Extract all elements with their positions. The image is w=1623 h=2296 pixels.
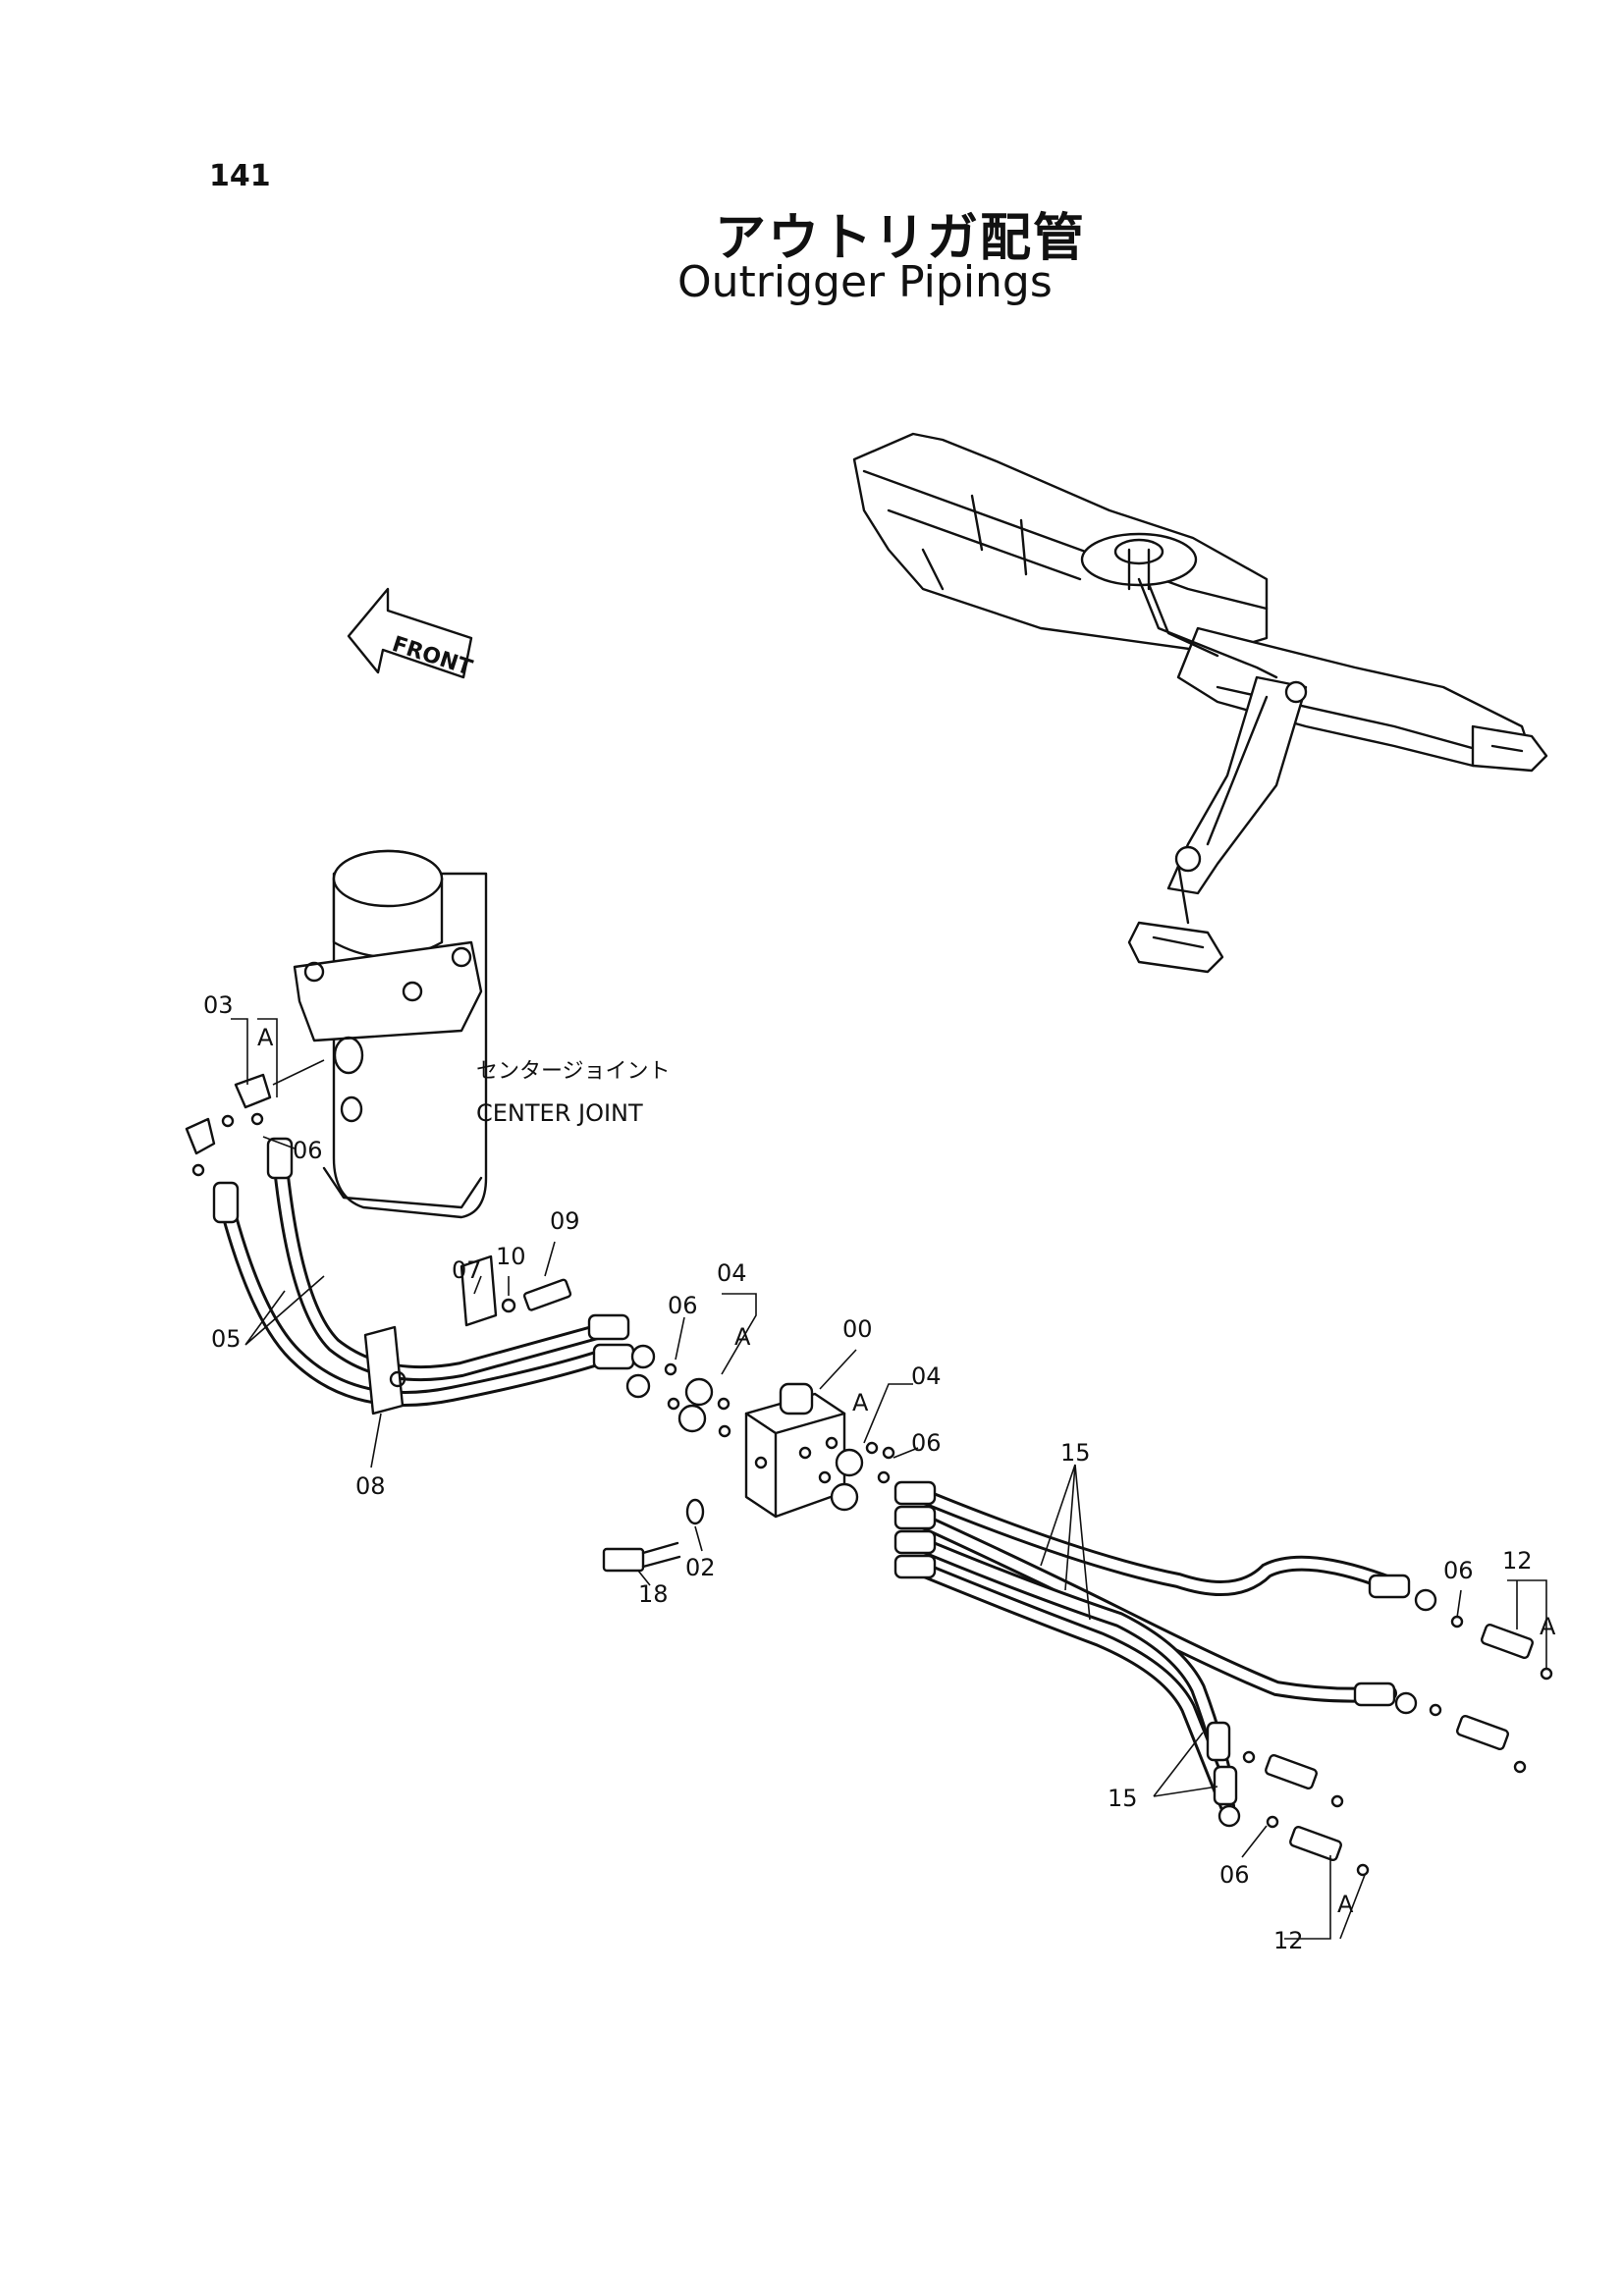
front-direction-arrow: FRONT (347, 587, 475, 681)
page-number: 141 (209, 159, 271, 193)
callout-04-left: 04 (717, 1259, 747, 1287)
callout-09: 09 (550, 1207, 580, 1235)
washer-02 (685, 1498, 705, 1525)
callout-15-lower: 15 (1108, 1785, 1138, 1812)
callout-07: 07 (452, 1256, 482, 1284)
fittings-04-left (664, 1362, 731, 1438)
callout-labels: 03 A 06 05 08 07 10 09 04 A 06 00 04 A 0… (203, 991, 1556, 1954)
callout-08: 08 (355, 1472, 386, 1500)
fittings-04-right (825, 1436, 895, 1512)
callout-sub-a-04-left: A (734, 1323, 751, 1351)
fitting-03-elbow (185, 1059, 325, 1177)
center-joint-label-jp: センタージョイント (476, 1059, 671, 1084)
callout-06-left: 06 (668, 1292, 698, 1319)
callout-06-right: 06 (911, 1429, 942, 1457)
fittings-12-lower (1242, 1750, 1370, 1877)
callout-03: 03 (203, 991, 234, 1019)
callout-06-far-right: 06 (1443, 1557, 1474, 1584)
callout-12-lower: 12 (1273, 1927, 1304, 1954)
callout-15-upper: 15 (1060, 1439, 1091, 1467)
chassis-frame-drawing (852, 432, 1548, 974)
callout-05: 05 (211, 1325, 242, 1353)
title-english: Outrigger Pipings (677, 257, 1053, 307)
callout-10: 10 (496, 1243, 526, 1270)
center-joint-label-en: CENTER JOINT (476, 1099, 643, 1127)
callout-06-lower: 06 (1219, 1861, 1250, 1889)
bracket-07 (460, 1255, 498, 1327)
callout-12-upper: 12 (1502, 1547, 1533, 1575)
leader-lines (231, 1018, 1547, 1940)
bolt-09 (522, 1278, 572, 1311)
washer-10 (501, 1298, 516, 1313)
callout-sub-a-04-right: A (852, 1389, 869, 1416)
callout-02: 02 (685, 1554, 716, 1581)
fittings-12-upper (1429, 1615, 1553, 1774)
callout-18: 18 (638, 1580, 669, 1608)
bolt-18 (602, 1541, 681, 1573)
callout-sub-a-03: A (257, 1024, 274, 1051)
hoses-15 (893, 1480, 1437, 1828)
valve-block-00 (744, 1382, 846, 1519)
callout-sub-a-12-lower: A (1337, 1891, 1354, 1918)
callout-sub-a-12-upper: A (1540, 1613, 1556, 1640)
callout-04-right: 04 (911, 1362, 942, 1390)
title-japanese: アウトリガ配管 (715, 209, 1087, 268)
callout-06-cj: 06 (293, 1137, 323, 1164)
clamp-08 (363, 1325, 406, 1415)
callout-00: 00 (842, 1315, 873, 1343)
center-joint-drawing (293, 849, 488, 1219)
